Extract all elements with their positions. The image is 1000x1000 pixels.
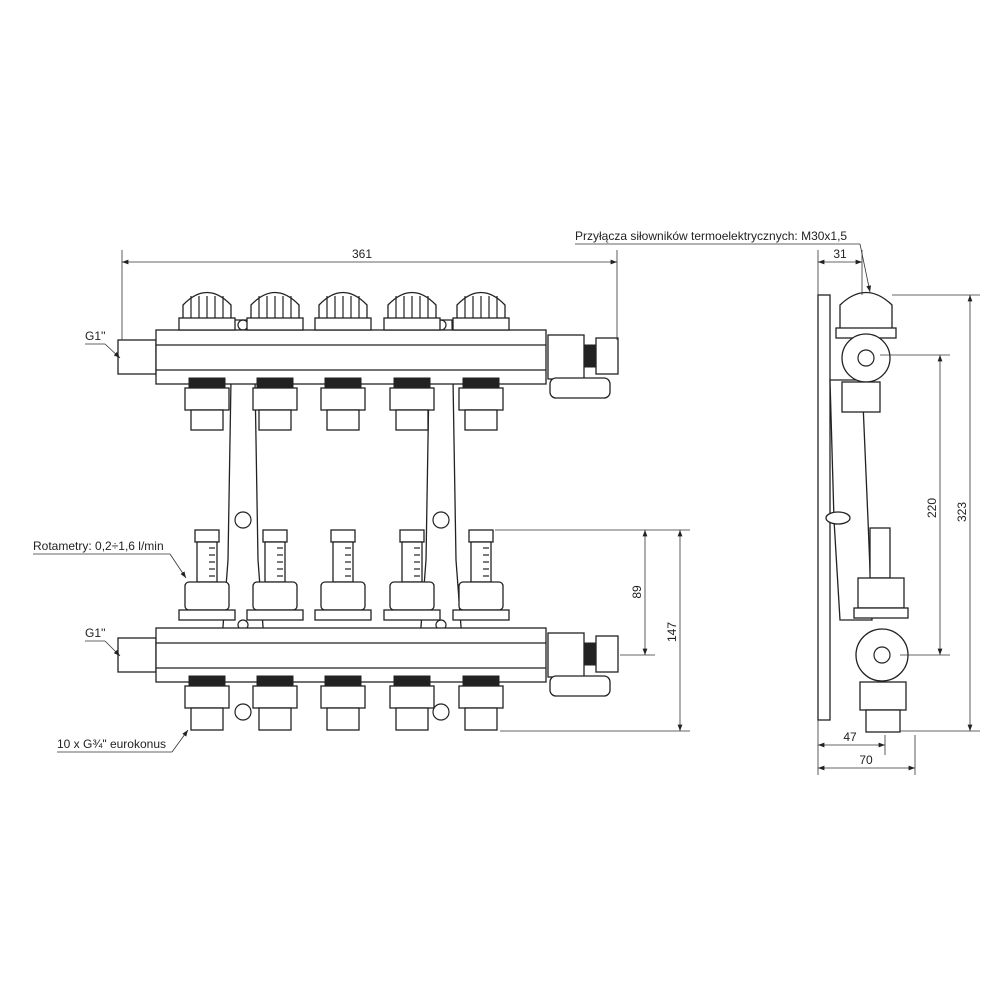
rotameter-ring bbox=[314, 609, 372, 621]
outlet-nut-top bbox=[256, 377, 294, 389]
dim-rotameter: 89 bbox=[630, 585, 644, 599]
outlet-tail-top bbox=[395, 409, 429, 431]
rotameter-nut bbox=[389, 581, 435, 611]
dim-side-b: 70 bbox=[859, 753, 873, 767]
dimensions: 361 31 89 147 220 323 47 70 bbox=[121, 247, 980, 775]
outlet-fitting-top bbox=[184, 387, 230, 411]
dim-lower: 147 bbox=[665, 622, 679, 642]
outlet-nut-bottom bbox=[324, 675, 362, 687]
callouts: Przyłącza siłowników termoelektrycznych:… bbox=[33, 229, 872, 753]
rotameter-cap bbox=[194, 529, 220, 543]
rotameter-nut bbox=[458, 581, 504, 611]
rotameter-nut bbox=[252, 581, 298, 611]
label-inlet-bottom: G1'' bbox=[85, 626, 106, 640]
rotameter-ring bbox=[178, 609, 236, 621]
outlet-tail-bottom bbox=[395, 707, 429, 731]
rotameter-cap bbox=[399, 529, 425, 543]
outlet-tail-top bbox=[464, 409, 498, 431]
outlet-tail-bottom bbox=[326, 707, 360, 731]
rotameter-nut bbox=[320, 581, 366, 611]
label-outlets: 10 x G¾" eurokonus bbox=[57, 737, 166, 751]
outlet-fitting-top bbox=[252, 387, 298, 411]
valve-ring bbox=[452, 317, 510, 331]
outlet-fitting-top bbox=[389, 387, 435, 411]
outlet-tail-top bbox=[258, 409, 292, 431]
outlet-fitting-bottom bbox=[252, 685, 298, 709]
outlet-fitting-bottom bbox=[320, 685, 366, 709]
dim-axis: 220 bbox=[925, 498, 939, 518]
outlet-nut-top bbox=[462, 377, 500, 389]
outlet-nut-top bbox=[188, 377, 226, 389]
outlet-fitting-bottom bbox=[458, 685, 504, 709]
outlet-nut-bottom bbox=[188, 675, 226, 687]
outlet-fitting-top bbox=[320, 387, 366, 411]
outlet-tail-top bbox=[190, 409, 224, 431]
rotameter-ring bbox=[383, 609, 441, 621]
rotameter-cap bbox=[330, 529, 356, 543]
outlet-fitting-top bbox=[458, 387, 504, 411]
valve-ring bbox=[314, 317, 372, 331]
rotameter-ring bbox=[452, 609, 510, 621]
outlet-fitting-bottom bbox=[184, 685, 230, 709]
rotameter-cap bbox=[262, 529, 288, 543]
label-actuator-connections: Przyłącza siłowników termoelektrycznych:… bbox=[575, 229, 847, 243]
outlet-tail-bottom bbox=[464, 707, 498, 731]
label-inlet-top: G1'' bbox=[85, 329, 106, 343]
rotameter-cap bbox=[468, 529, 494, 543]
outlet-nut-bottom bbox=[462, 675, 500, 687]
valve-ring bbox=[383, 317, 441, 331]
side-view bbox=[817, 292, 909, 733]
dim-total: 323 bbox=[955, 502, 969, 522]
outlet-fitting-bottom bbox=[389, 685, 435, 709]
valve-ring bbox=[178, 317, 236, 331]
outlet-nut-bottom bbox=[393, 675, 431, 687]
dim-side-top: 31 bbox=[833, 247, 847, 261]
outlet-nut-top bbox=[393, 377, 431, 389]
return-manifold bbox=[117, 627, 619, 697]
outlet-tail-top bbox=[326, 409, 360, 431]
outlet-nut-top bbox=[324, 377, 362, 389]
label-rotameters: Rotametry: 0,2÷1,6 l/min bbox=[33, 539, 164, 553]
outlet-tail-bottom bbox=[258, 707, 292, 731]
outlet-tail-bottom bbox=[190, 707, 224, 731]
rotameter-ring bbox=[246, 609, 304, 621]
outlet-nut-bottom bbox=[256, 675, 294, 687]
valve-ring bbox=[246, 317, 304, 331]
dim-side-a: 47 bbox=[843, 730, 857, 744]
rotameter-nut bbox=[184, 581, 230, 611]
dim-width: 361 bbox=[352, 247, 372, 261]
